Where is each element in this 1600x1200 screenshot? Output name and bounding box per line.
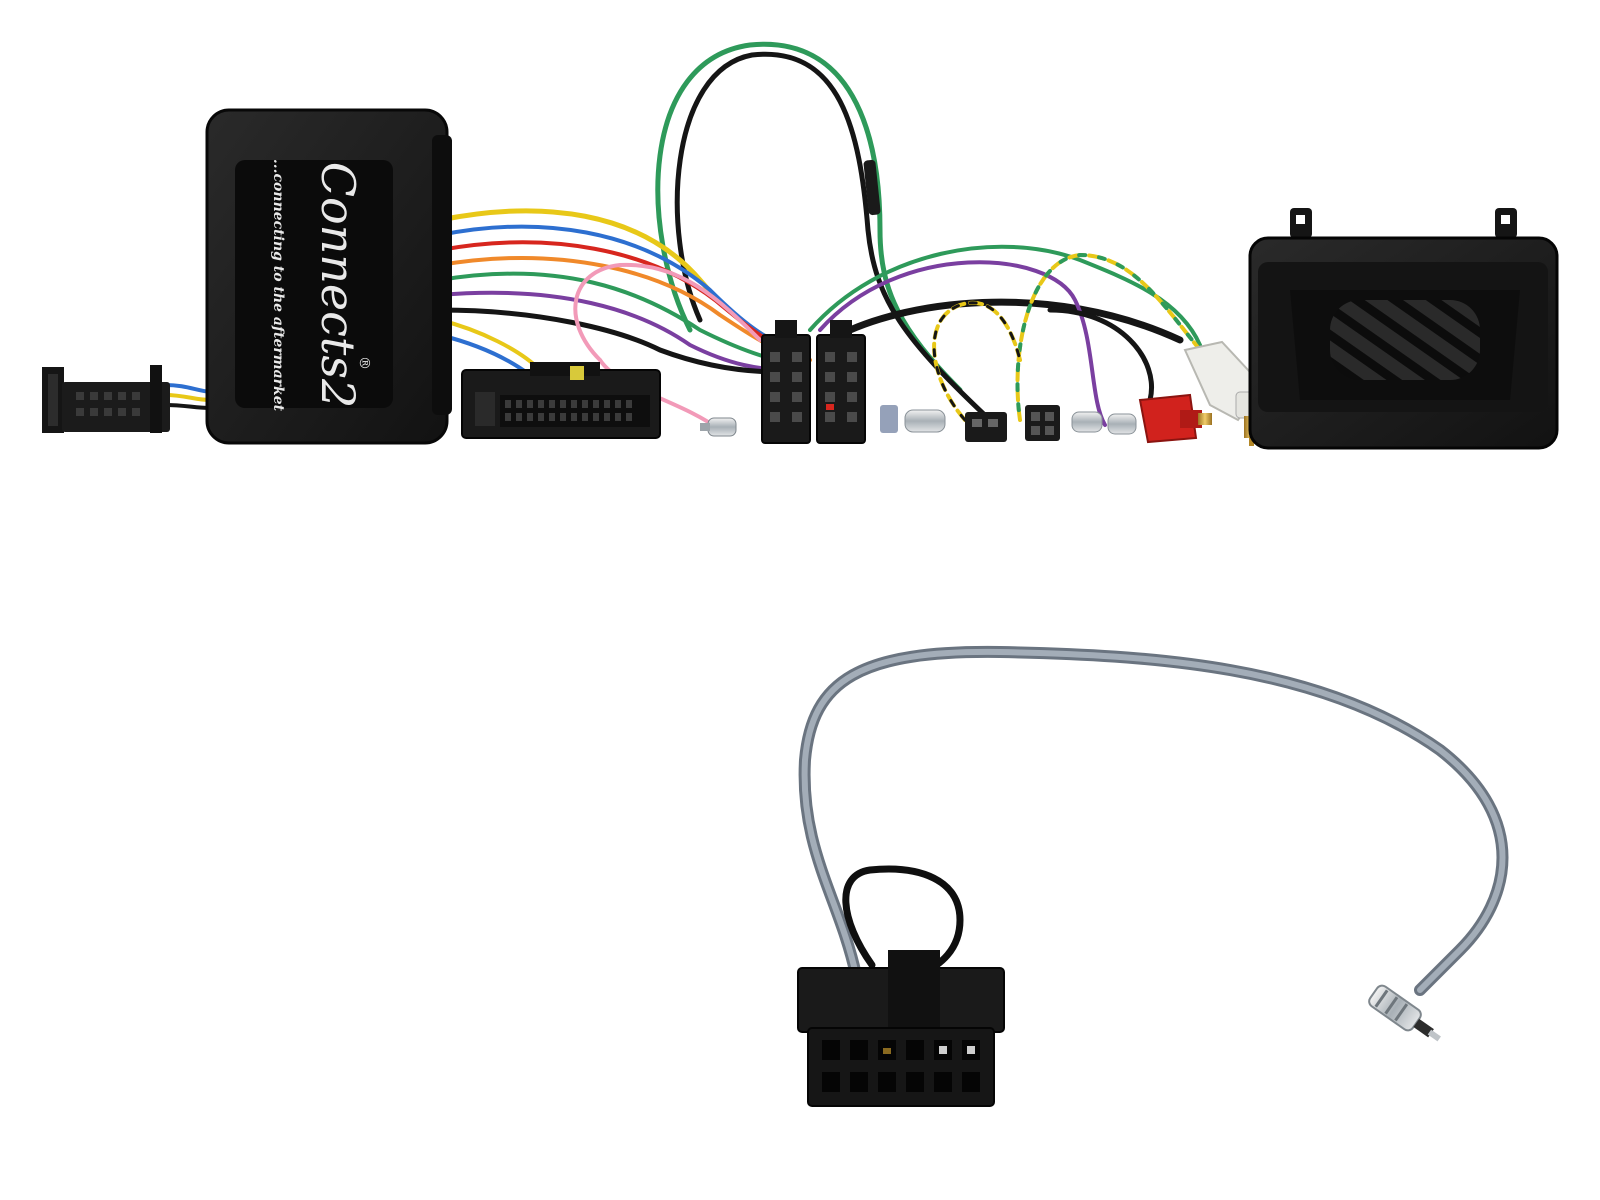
small-plug-connector — [42, 365, 170, 433]
brand-name: Connects2 — [311, 162, 365, 409]
speaker-box-icon — [1248, 208, 1559, 450]
two-pin-plug — [965, 405, 1060, 442]
iso-connector-icon — [761, 320, 866, 444]
antenna-connector-icon — [1368, 984, 1441, 1042]
brand-tagline: ...connecting to the aftermarket — [270, 159, 286, 412]
rca-plug-icon — [1138, 340, 1264, 446]
twelve-pin-connector — [797, 950, 1005, 1107]
connects2-logo: Connects2 ...connecting to the aftermark… — [270, 159, 372, 412]
interface-box-icon: Connects2 ...connecting to the aftermark… — [205, 108, 452, 445]
heat-shrink — [863, 159, 881, 216]
antenna-connector-icon — [700, 417, 737, 437]
registered-mark: ® — [356, 356, 372, 370]
speaker-grille — [1330, 300, 1480, 380]
bullet-connectors — [880, 405, 1137, 435]
multi-pin-connector — [461, 362, 661, 439]
extension-cable — [798, 645, 1509, 996]
